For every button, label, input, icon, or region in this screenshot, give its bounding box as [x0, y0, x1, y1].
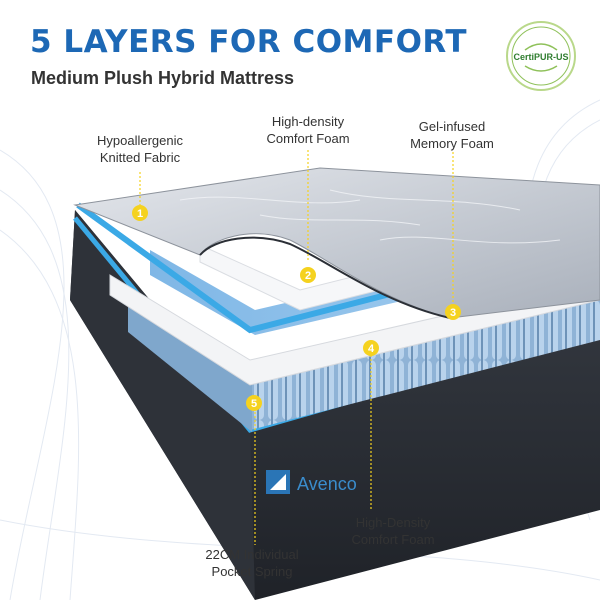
svg-text:5: 5 — [251, 398, 257, 410]
leader-lines — [139, 150, 454, 545]
certipur-badge: CertiPUR-US — [506, 21, 576, 91]
layer-marker-2: 2 — [300, 267, 316, 283]
svg-text:2: 2 — [305, 270, 311, 282]
layer-marker-5: 5 — [246, 395, 262, 411]
svg-text:4: 4 — [368, 343, 375, 355]
comfort-foam-layer — [199, 214, 600, 311]
brand-logo: Avenco — [266, 470, 357, 494]
page-subtitle: Medium Plush Hybrid Mattress — [31, 68, 295, 88]
brand-name: Avenco — [297, 474, 357, 494]
layer-marker-4: 4 — [363, 340, 379, 356]
svg-text:1: 1 — [137, 208, 143, 220]
badge-text: CertiPUR-US — [513, 52, 568, 62]
spring-layer — [128, 300, 600, 432]
knitted-fabric-layer — [73, 167, 600, 319]
layer-marker-3: 3 — [445, 304, 461, 320]
high-density-foam-layer — [109, 274, 600, 386]
page-title: 5 LAYERS FOR COMFORT — [30, 24, 468, 60]
svg-text:3: 3 — [450, 307, 456, 319]
layer-marker-1: 1 — [132, 205, 148, 221]
